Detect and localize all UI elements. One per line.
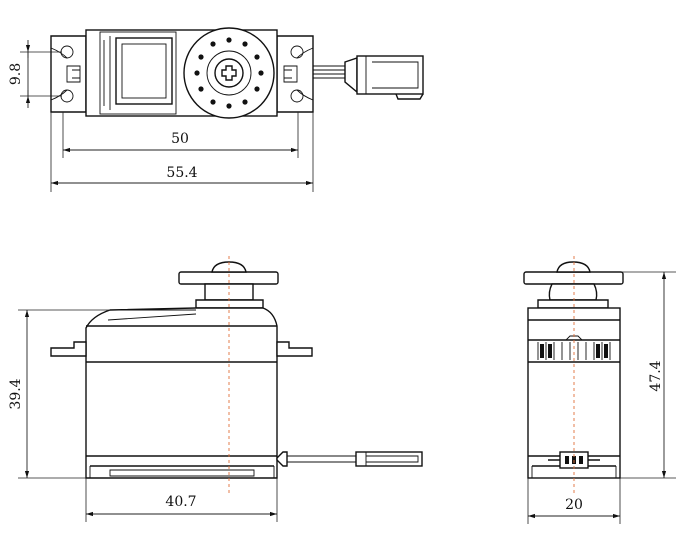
top-view-screw-head [221, 65, 237, 81]
side-view-cable [287, 455, 356, 463]
side-view-horn [178, 271, 279, 285]
top-view-right-ear [276, 35, 314, 113]
end-view-ribs [537, 342, 611, 360]
top-view-cable [313, 65, 345, 79]
side-view-right-flange [276, 341, 313, 357]
top-view-left-ear [50, 35, 87, 113]
dim-hole-centers-width: 50 [171, 131, 189, 147]
dim-mount-hole-spacing: 9.8 [8, 63, 24, 85]
dim-body-width: 20 [565, 497, 583, 513]
top-view: 9.8 50 55.4 [8, 27, 424, 192]
top-view-output-shaft [214, 58, 244, 88]
top-view-horn [183, 27, 275, 119]
end-view: 47.4 20 [523, 256, 676, 524]
dim-body-height: 39.4 [8, 378, 24, 409]
side-view: 39.4 40.7 [8, 256, 423, 522]
side-view-left-flange [50, 341, 87, 357]
dim-body-length: 40.7 [165, 494, 196, 510]
side-view-connector [355, 451, 423, 467]
dim-total-height: 47.4 [648, 360, 664, 391]
top-view-label-window [115, 37, 173, 105]
side-view-body [85, 307, 278, 479]
dim-overall-length: 55.4 [166, 165, 197, 181]
top-view-horn-holes [194, 37, 264, 109]
end-view-output-boss [548, 283, 598, 301]
end-view-horn [523, 271, 624, 285]
